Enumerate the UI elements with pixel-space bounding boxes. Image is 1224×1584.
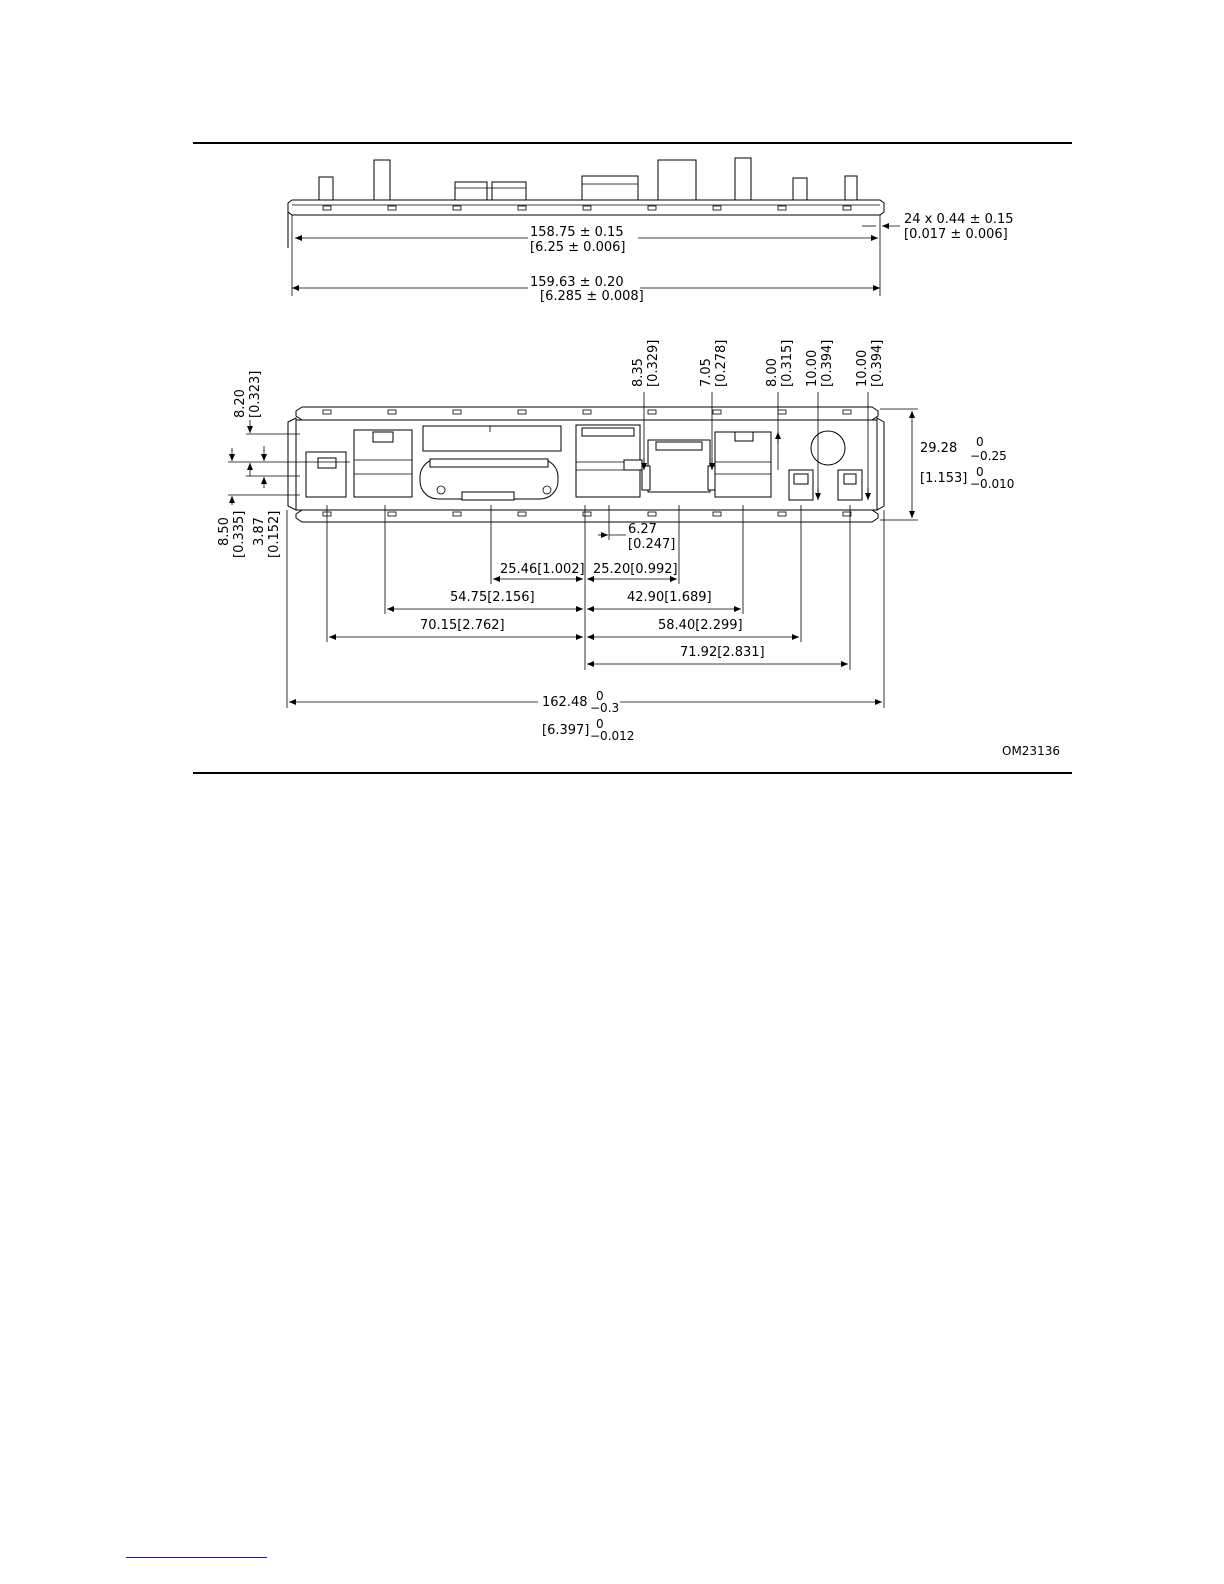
- overall-mm: 162.48: [542, 695, 588, 710]
- dim-10-00-b: 10.00: [855, 350, 870, 387]
- side-slots: [322, 205, 852, 211]
- dim-71-92: 71.92[2.831]: [680, 645, 765, 660]
- outer-width-in: [6.285 ± 0.008]: [540, 289, 644, 304]
- dim-8-35-in: [0.329]: [646, 340, 661, 387]
- slot: [387, 409, 397, 415]
- front-dim-labels: 8.20 [0.323] 8.50 [0.335] 3.87 [0.152] 8…: [217, 340, 1060, 758]
- footer-link-line: [126, 1557, 267, 1558]
- dim-42-90: 42.90[1.689]: [627, 590, 712, 605]
- slot: [517, 409, 527, 415]
- slot: [582, 205, 592, 211]
- port-cutouts: [305, 424, 863, 501]
- slot: [517, 205, 527, 211]
- dim-8-50: 8.50: [217, 517, 232, 546]
- front-slots-bottom: [322, 511, 852, 517]
- inner-width-in: [6.25 ± 0.006]: [530, 240, 625, 255]
- slot: [387, 511, 397, 517]
- overall-mm-upper: 0: [596, 689, 604, 703]
- slot-dim-in: [0.017 ± 0.006]: [904, 227, 1008, 242]
- left-dims: [228, 420, 350, 505]
- slot: [322, 409, 332, 415]
- dim-6-27: 6.27: [628, 522, 657, 537]
- top-dims: [641, 392, 871, 500]
- slot: [647, 205, 657, 211]
- height-in: [1.153]: [920, 471, 967, 486]
- dim-58-40: 58.40[2.299]: [658, 618, 743, 633]
- dim-8-20: 8.20: [233, 389, 248, 418]
- dim-10-00-b-in: [0.394]: [870, 340, 885, 387]
- top-rule: [193, 142, 1072, 144]
- slot: [842, 205, 852, 211]
- slot: [322, 205, 332, 211]
- inner-width-mm: 158.75 ± 0.15: [530, 225, 624, 240]
- slot: [387, 205, 397, 211]
- height-mm-upper: 0: [976, 435, 984, 449]
- front-view: [228, 392, 918, 708]
- outer-width-mm: 159.63 ± 0.20: [530, 275, 624, 290]
- bottom-dims: [286, 505, 885, 708]
- overall-mm-lower: −0.3: [590, 701, 619, 715]
- dim-10-00-a-in: [0.394]: [820, 340, 835, 387]
- height-in-lower: −0.010: [970, 477, 1014, 491]
- slot: [452, 511, 462, 517]
- dim-8-00-in: [0.315]: [780, 340, 795, 387]
- side-connectors: [318, 157, 858, 201]
- bottom-rule: [193, 772, 1072, 774]
- slot: [777, 511, 787, 517]
- dim-7-05: 7.05: [699, 358, 714, 387]
- slot: [777, 409, 787, 415]
- dim-8-35: 8.35: [631, 358, 646, 387]
- side-dim-labels: 158.75 ± 0.15 [6.25 ± 0.006] 159.63 ± 0.…: [530, 212, 1014, 304]
- slot: [712, 409, 722, 415]
- slot: [452, 205, 462, 211]
- dim-10-00-a: 10.00: [805, 350, 820, 387]
- overall-in-upper: 0: [596, 717, 604, 731]
- slot: [647, 409, 657, 415]
- slot: [452, 409, 462, 415]
- dim-8-50-in: [0.335]: [232, 511, 247, 558]
- dim-8-20-in: [0.323]: [248, 371, 263, 418]
- slot: [647, 511, 657, 517]
- dim-8-00: 8.00: [765, 358, 780, 387]
- front-slots-top: [322, 409, 852, 415]
- slot: [712, 205, 722, 211]
- slot: [517, 511, 527, 517]
- dim-70-15: 70.15[2.762]: [420, 618, 505, 633]
- slot: [712, 511, 722, 517]
- dim-25-20: 25.20[0.992]: [593, 562, 678, 577]
- slot: [842, 409, 852, 415]
- height-dim: [880, 408, 918, 521]
- dim-54-75: 54.75[2.156]: [450, 590, 535, 605]
- slot: [842, 511, 852, 517]
- dim-7-05-in: [0.278]: [714, 340, 729, 387]
- dim-6-27-in: [0.247]: [628, 537, 675, 552]
- overall-in-lower: −0.012: [590, 729, 634, 743]
- slot: [582, 511, 592, 517]
- dim-3-87: 3.87: [252, 517, 267, 546]
- slot: [582, 409, 592, 415]
- dim-25-46: 25.46[1.002]: [500, 562, 585, 577]
- height-in-upper: 0: [976, 465, 984, 479]
- height-mm-lower: −0.25: [970, 449, 1007, 463]
- overall-in: [6.397]: [542, 723, 589, 738]
- height-mm: 29.28: [920, 441, 957, 456]
- slot: [777, 205, 787, 211]
- slot-dim-mm: 24 x 0.44 ± 0.15: [904, 212, 1014, 227]
- side-view: [287, 157, 900, 296]
- figure-id: OM23136: [1002, 744, 1060, 758]
- dim-3-87-in: [0.152]: [267, 511, 282, 558]
